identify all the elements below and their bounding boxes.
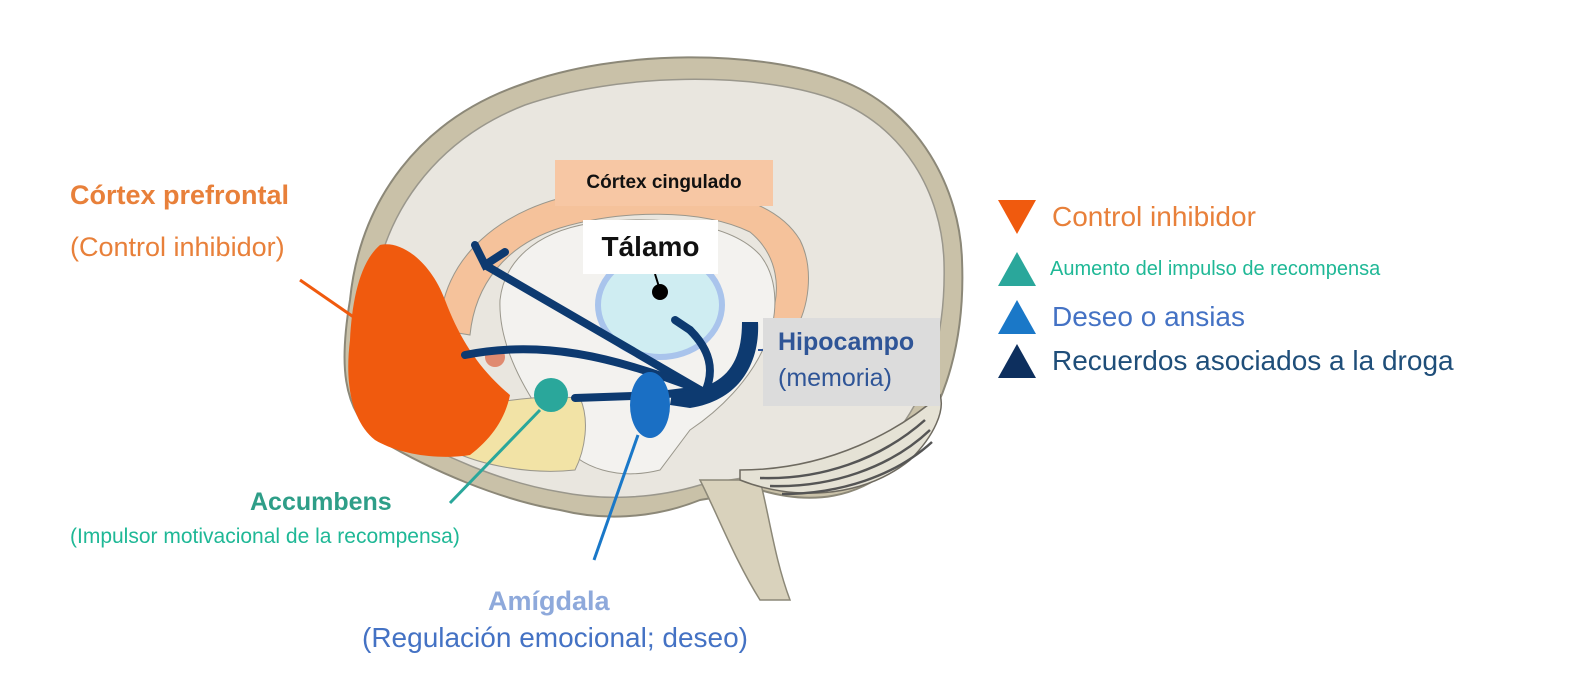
accumbens-shape xyxy=(534,378,568,412)
triangle-up-icon xyxy=(998,344,1036,378)
accumbens-label: Accumbens xyxy=(250,488,392,516)
hippocampus-label-box xyxy=(763,318,940,406)
legend-item: Aumento del impulso de recompensa xyxy=(998,252,1380,286)
legend-label: Aumento del impulso de recompensa xyxy=(1050,257,1381,280)
prefrontal-cortex-function: (Control inhibidor) xyxy=(70,230,289,270)
prefrontal-pointer xyxy=(299,278,356,320)
legend-label: Recuerdos asociados a la droga xyxy=(1052,345,1454,376)
amygdala-function: (Regulación emocional; deseo) xyxy=(362,622,748,653)
hippocampus-shape xyxy=(670,322,759,408)
hippocampus-label: Hipocampo xyxy=(778,328,915,356)
amygdala-shape xyxy=(630,372,670,438)
legend-item: Deseo o ansias xyxy=(998,300,1245,334)
triangle-down-icon xyxy=(998,200,1036,234)
thalamus-label: Tálamo xyxy=(583,220,718,274)
thalamus-pointer xyxy=(654,273,661,291)
cerebellum-folds xyxy=(759,419,933,496)
triangle-up-icon xyxy=(998,300,1036,334)
accumbens-pointer xyxy=(448,408,542,505)
prefrontal-cortex-label: Córtex prefrontal xyxy=(70,180,290,210)
prefrontal-cortex-shape xyxy=(348,244,510,457)
amygdala-pointer xyxy=(592,434,640,561)
thalamus-dot xyxy=(652,284,668,300)
amygdala-label: Amígdala xyxy=(488,586,610,616)
cingulate-cortex-label: Córtex cingulado xyxy=(555,160,773,206)
pathways xyxy=(461,241,714,402)
legend-label: Deseo o ansias xyxy=(1052,301,1246,332)
legend-label: Control inhibidor xyxy=(1052,201,1256,232)
legend-item: Recuerdos asociados a la droga xyxy=(998,344,1454,378)
brainstem xyxy=(698,479,792,601)
triangle-up-icon xyxy=(998,252,1036,286)
hippocampus-function: (memoria) xyxy=(778,364,892,392)
accumbens-function: (Impulsor motivacional de la recompensa) xyxy=(70,525,460,548)
legend-item: Control inhibidor xyxy=(998,200,1256,234)
